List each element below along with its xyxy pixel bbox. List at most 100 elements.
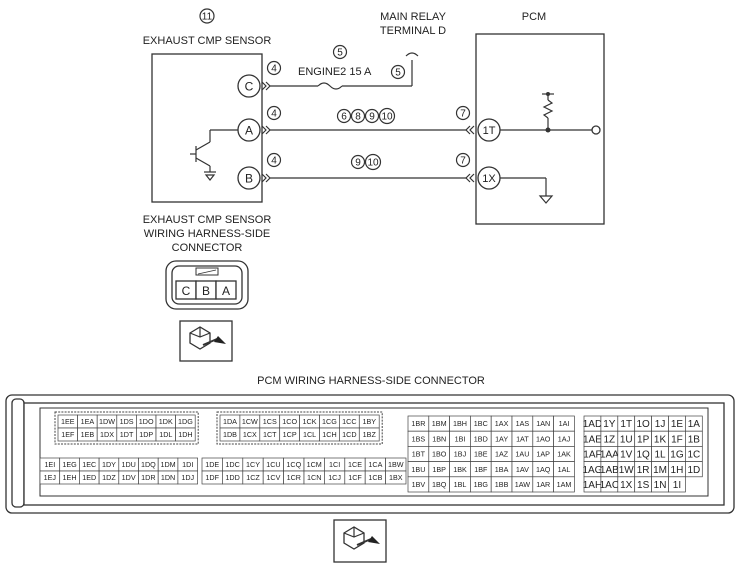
transistor-symbol <box>190 129 238 181</box>
sensor-pin-b-label: B <box>245 172 253 186</box>
pcm-terminal-label: 1EH <box>63 473 77 482</box>
pcm-terminal-label: 1EJ <box>44 473 57 482</box>
wire-a-ref-1: 6 <box>341 112 347 123</box>
pcm-terminal-label: 1CP <box>283 430 297 439</box>
ref-circle-pin-b <box>266 152 282 168</box>
pcm-terminal-label: 1DO <box>139 417 154 426</box>
pcm-terminal-label: 1S <box>637 480 650 491</box>
pcm-terminal-label: 1J <box>655 419 666 430</box>
pcm-terminal-label: 1DW <box>99 417 115 426</box>
pcm-title: PCM <box>522 11 546 23</box>
pcm-terminal-label: 1W <box>619 465 635 476</box>
pcm-terminal-label: 1AC <box>600 480 619 491</box>
pcm-terminal-label: 1CK <box>303 417 317 426</box>
pcm-terminal-label: 1R <box>637 465 650 476</box>
ref-circle-fuse-right <box>390 64 406 80</box>
pcm-terminal-label: 1DG <box>178 417 193 426</box>
pcm-terminal-label: 1EA <box>81 417 95 426</box>
pcm-terminal-label: 1BQ <box>432 480 447 489</box>
pcm-terminal-label: 1BM <box>432 419 447 428</box>
ref-number-fuse-right: 5 <box>395 68 401 79</box>
pcm-terminal-label: 1BP <box>432 465 446 474</box>
pcm-terminal-label: 1CS <box>263 417 277 426</box>
pcm-terminal-label: 1CA <box>368 460 382 469</box>
pcm-terminal-label: 1BL <box>454 480 467 489</box>
pcm-connector-title: PCM WIRING HARNESS-SIDE CONNECTOR <box>257 375 485 387</box>
main-relay-label-line2: TERMINAL D <box>380 25 446 37</box>
pcm-terminal-label: 1AY <box>495 434 508 443</box>
pcm-terminal-label: 1CT <box>263 430 277 439</box>
pcm-pin-1x-label: 1X <box>482 173 496 185</box>
pcm-terminal-label: 1CC <box>342 417 356 426</box>
ref-circle-pin-c <box>266 60 282 76</box>
pcm-terminal-label: 1EI <box>44 460 55 469</box>
pcm-terminal-label: 1CF <box>348 473 362 482</box>
ref-number-pin-b: 4 <box>271 156 277 167</box>
ref-circle-pin-1t <box>455 105 471 121</box>
ref-number-pin-1t: 7 <box>460 109 466 120</box>
ref-circle-sensor <box>199 8 215 24</box>
pcm-terminal-label: 1G <box>670 450 684 461</box>
ref-number-pin-1x: 7 <box>460 156 466 167</box>
pcm-terminal-label: 1CN <box>307 473 321 482</box>
pcm-terminal-label: 1AH <box>583 480 602 491</box>
sensor-title: EXHAUST CMP SENSOR <box>143 35 272 47</box>
pcm-terminal-label: 1CU <box>266 460 280 469</box>
harness-label-line1: EXHAUST CMP SENSOR <box>143 214 272 226</box>
pcm-terminal-label: 1AG <box>582 465 602 476</box>
pcm-terminal-label: 1CZ <box>246 473 260 482</box>
pcm-terminal-label: 1M <box>653 465 667 476</box>
pcm-terminal-label: 1U <box>620 434 633 445</box>
pcm-block-outline <box>216 411 383 445</box>
pcm-terminal-label: 1DD <box>225 473 239 482</box>
pcm-terminal-label: 1BV <box>412 480 426 489</box>
harness-cell-a: A <box>222 284 230 298</box>
harness-label-line3: CONNECTOR <box>172 242 243 254</box>
pcm-terminal-label: 1BJ <box>454 450 467 459</box>
pcm-terminal-label: 1DZ <box>102 473 116 482</box>
sensor-pin-c <box>237 74 261 98</box>
pcm-terminal-label: 1DS <box>120 417 134 426</box>
pcm-terminal-label: 1CY <box>246 460 260 469</box>
pcm-terminal-label: 1AQ <box>536 465 551 474</box>
pcm-terminal-label: 1T <box>620 419 632 430</box>
wire-b-ref-1: 9 <box>355 158 361 169</box>
wire-a-ref-2: 8 <box>355 112 361 123</box>
pcm-terminal-label: 1AM <box>557 480 572 489</box>
pcm-terminal-label: 1AF <box>583 450 601 461</box>
pcm-terminal-label: 1DA <box>223 417 237 426</box>
pcm-terminal-label: 1BS <box>412 434 426 443</box>
pcm-terminal-label: 1L <box>654 450 666 461</box>
pcm-terminal-label: 1CV <box>266 473 280 482</box>
pcm-terminal-label: 1BK <box>453 465 467 474</box>
pcm-terminal-label: 1AS <box>516 419 530 428</box>
ref-number-sensor: 11 <box>202 12 213 23</box>
pcm-terminal-label: 1Y <box>603 419 616 430</box>
pcm-terminal-label: 1BR <box>411 419 425 428</box>
sensor-pin-a-label: A <box>245 124 253 138</box>
pcm-terminal-label: 1AB <box>600 465 619 476</box>
pcm-terminal-label: 1V <box>620 450 633 461</box>
pcm-terminal-label: 1BC <box>474 419 488 428</box>
pcm-junction-dot <box>545 127 551 133</box>
wire-a-ref-3: 9 <box>369 112 375 123</box>
pcm-terminal-label: 1CR <box>287 473 301 482</box>
pcm-terminal-label: 1AJ <box>558 434 571 443</box>
wire-a-ref-4: 10 <box>381 112 393 123</box>
pcm-terminal-label: 1P <box>637 434 650 445</box>
pcm-terminal-label: 1DR <box>141 473 155 482</box>
probe-icon <box>179 320 233 362</box>
pcm-terminal-label: 1DJ <box>181 473 194 482</box>
pcm-terminal-label: 1BI <box>455 434 466 443</box>
ref-circle-pin-1x <box>455 152 471 168</box>
pcm-terminal-cell <box>358 427 380 442</box>
pcm-terminal-label: 1DM <box>160 460 175 469</box>
pcm-terminal-label: 1CW <box>242 417 258 426</box>
pcm-terminal-cell <box>685 461 703 478</box>
pcm-terminal-label: 1AO <box>536 434 551 443</box>
wire-b-ref-2: 10 <box>367 158 379 169</box>
harness-cell-c: C <box>182 284 191 298</box>
pcm-terminal-label: 1CB <box>368 473 382 482</box>
pcm-terminal-label: 1EE <box>61 417 75 426</box>
pcm-terminal-label: 1BG <box>474 480 489 489</box>
